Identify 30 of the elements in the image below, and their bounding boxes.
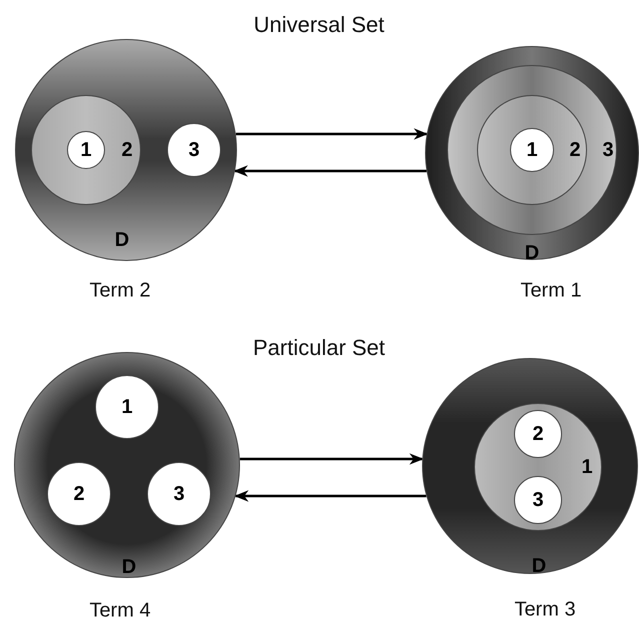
set-label: 2 <box>532 423 544 445</box>
set-label: D <box>532 555 546 577</box>
arrow <box>234 490 426 502</box>
set-label: 2 <box>73 483 85 505</box>
set-circle <box>67 131 105 169</box>
set-label: 3 <box>602 139 614 161</box>
set-label: 3 <box>532 489 544 511</box>
arrow <box>240 453 424 465</box>
set-label: 1 <box>121 396 133 418</box>
set-label: D <box>122 556 136 578</box>
set-circle <box>514 476 562 524</box>
set-circle <box>510 128 554 172</box>
set-label: 2 <box>121 139 133 161</box>
set-circle <box>514 410 562 458</box>
set-label: 1 <box>581 456 593 478</box>
set-label: 3 <box>188 139 200 161</box>
arrow <box>236 128 428 140</box>
term-label: Term 3 <box>514 598 576 622</box>
section-heading: Universal Set <box>254 12 384 38</box>
section-heading: Particular Set <box>252 335 386 361</box>
set-label: 2 <box>569 139 581 161</box>
set-label: D <box>524 242 540 264</box>
term-label: Term 2 <box>89 280 151 302</box>
term-label: Term 4 <box>89 600 151 622</box>
term-label: Term 1 <box>520 280 582 302</box>
set-label: D <box>114 229 130 251</box>
arrow <box>234 165 427 177</box>
set-label: 3 <box>173 483 185 505</box>
set-label: 1 <box>526 139 538 161</box>
set-label: 1 <box>80 139 92 161</box>
